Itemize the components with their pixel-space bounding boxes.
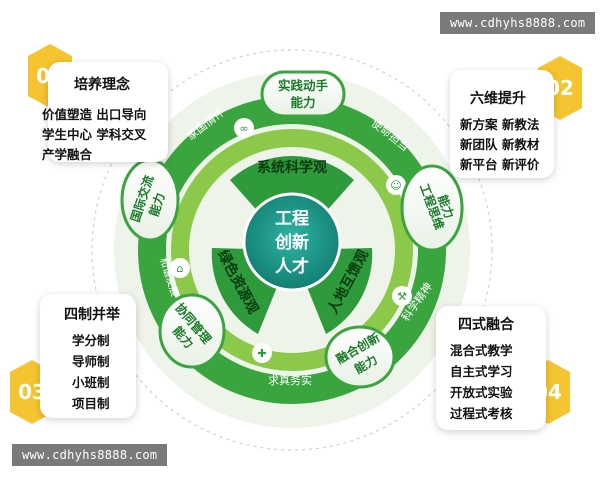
card-03-line-4: 项目制 bbox=[72, 396, 110, 411]
card-03-title: 四制并举 bbox=[64, 307, 120, 323]
bank-icon bbox=[170, 258, 190, 278]
card-04-line-1: 混合式教学 bbox=[450, 343, 513, 358]
card-04-line-4: 过程式考核 bbox=[450, 406, 513, 421]
card-03-line-1: 学分制 bbox=[72, 333, 110, 348]
card-01-line-2: 学生中心 学科交叉 bbox=[42, 127, 147, 142]
card-04-number: 04 bbox=[534, 380, 562, 404]
card-02-line-1: 新方案 新教法 bbox=[460, 117, 540, 132]
watermark-bottom: www.cdhyhs8888.com bbox=[12, 444, 168, 466]
svg-text:能力: 能力 bbox=[290, 95, 315, 110]
bubble-shijian: 实践动手 能力 bbox=[260, 70, 346, 118]
card-01 bbox=[48, 62, 168, 162]
bubble-guoji: 国际交流 能力 bbox=[120, 158, 180, 242]
center-circle bbox=[242, 192, 342, 292]
svg-text:∞: ∞ bbox=[239, 122, 248, 135]
ring-label-qiuzhen: 求真务实 bbox=[268, 373, 312, 387]
user-icon bbox=[386, 175, 406, 195]
outer-dashed-circle bbox=[91, 49, 493, 451]
card-02-line-2: 新团队 新教材 bbox=[460, 137, 540, 152]
card-01-title: 培养理念 bbox=[74, 77, 130, 93]
card-03 bbox=[40, 294, 136, 418]
svg-text:实践动手: 实践动手 bbox=[278, 78, 329, 93]
svg-text:⌂: ⌂ bbox=[177, 262, 184, 275]
puzzle-icon bbox=[252, 343, 272, 363]
bubble-ronghe: 融合创新 能力 bbox=[324, 325, 396, 389]
card-03-line-2: 导师制 bbox=[72, 354, 110, 369]
card-02-number: 02 bbox=[546, 76, 574, 100]
card-04-line-2: 自主式学习 bbox=[450, 364, 513, 379]
svg-text:☺: ☺ bbox=[390, 179, 401, 192]
card-02-line-3: 新平台 新评价 bbox=[460, 157, 540, 172]
center-line-2: 创新 bbox=[274, 232, 309, 253]
ring-icons: ∞ ☺ ⌂ ⚒ ✚ bbox=[170, 118, 412, 363]
inner-green-ring bbox=[171, 129, 413, 371]
card-04 bbox=[436, 306, 546, 430]
card-04-line-3: 开放式实验 bbox=[450, 385, 513, 400]
center-line-1: 工程 bbox=[275, 209, 309, 229]
center-line-3: 人才 bbox=[275, 256, 309, 277]
card-01-number: 01 bbox=[36, 64, 64, 88]
bubble-xietong: 协同管理 能力 bbox=[158, 293, 226, 369]
card-03-number: 03 bbox=[18, 380, 46, 404]
card-02-title: 六维提升 bbox=[470, 91, 526, 107]
svg-text:⚒: ⚒ bbox=[397, 290, 407, 303]
sector-top-label: 系统科学观 bbox=[257, 159, 327, 176]
svg-text:能力: 能力 bbox=[146, 191, 168, 218]
card-01-line-3: 产学融合 bbox=[42, 147, 93, 162]
svg-text:✚: ✚ bbox=[257, 347, 266, 360]
tools-icon bbox=[392, 286, 412, 306]
card-03-line-3: 小班制 bbox=[72, 375, 110, 390]
card-02 bbox=[450, 70, 554, 178]
link-icon bbox=[234, 118, 254, 138]
card-04-title: 四式融合 bbox=[458, 317, 514, 333]
card-01-line-1: 价值塑造 出口导向 bbox=[42, 107, 147, 122]
watermark-top: www.cdhyhs8888.com bbox=[440, 12, 596, 34]
bubble-gongcheng: 工程思维 能力 bbox=[400, 164, 464, 252]
